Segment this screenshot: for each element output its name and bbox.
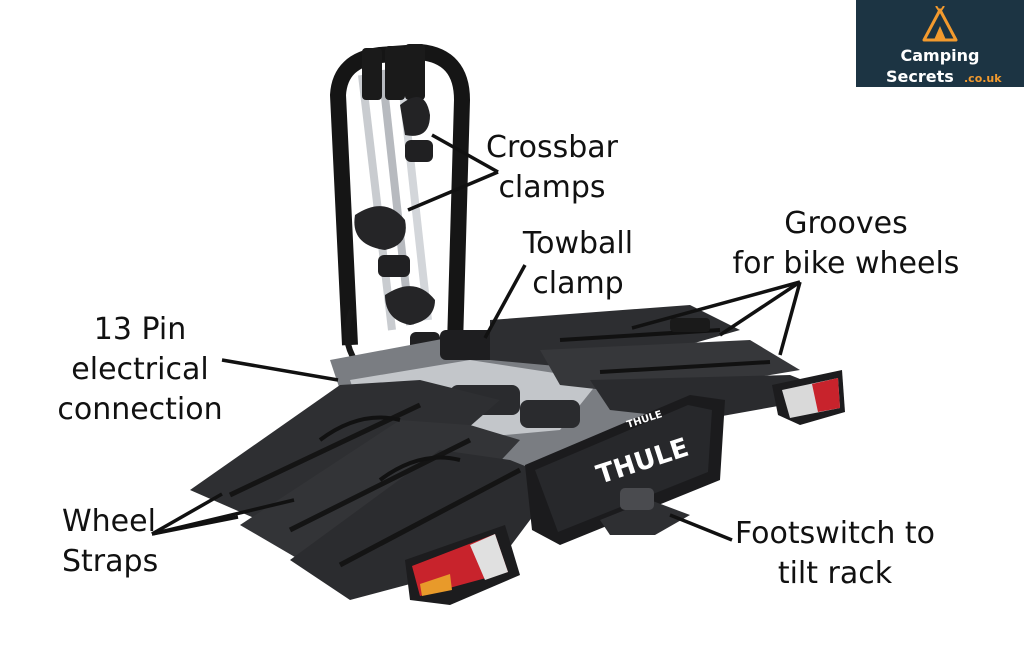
label-towball-clamp: Towball clamp (522, 226, 634, 301)
towball-leader (483, 264, 527, 339)
crossbar-leader-1 (431, 133, 499, 174)
label-crossbar-clamps: Crossbar clamps (486, 130, 618, 205)
rear-wheel-trays (490, 305, 840, 420)
logo-line-2: Secrets (886, 67, 954, 86)
grooves-leader-3 (778, 281, 802, 356)
footswitch-leader (669, 513, 733, 542)
electrical-leader (221, 358, 339, 382)
crossbar-leader-2 (407, 170, 499, 212)
label-footswitch: Footswitch to tilt rack (734, 516, 936, 591)
camping-secrets-logo[interactable]: Camping Secrets .co.uk (856, 0, 1024, 87)
logo-line-1: Camping (900, 46, 980, 65)
plate-panel (525, 395, 725, 545)
leader-lines (151, 133, 802, 542)
front-wheel-trays (190, 380, 560, 600)
logo-domain-suffix: .co.uk (964, 72, 1002, 85)
straps-leader-3 (151, 515, 239, 536)
rear-lamp-left (405, 525, 520, 605)
footswitch (600, 488, 690, 535)
grooves-leader-1 (631, 280, 801, 330)
tent-icon (922, 6, 958, 42)
grooves-leader-2 (719, 280, 801, 337)
label-wheel-straps: Wheel Straps (62, 504, 159, 579)
rear-lamp-right (772, 370, 845, 425)
label-electrical-connection: 13 Pin electrical connection (57, 312, 223, 427)
label-grooves: Grooves for bike wheels (732, 206, 960, 281)
straps-leader-1 (151, 492, 223, 536)
